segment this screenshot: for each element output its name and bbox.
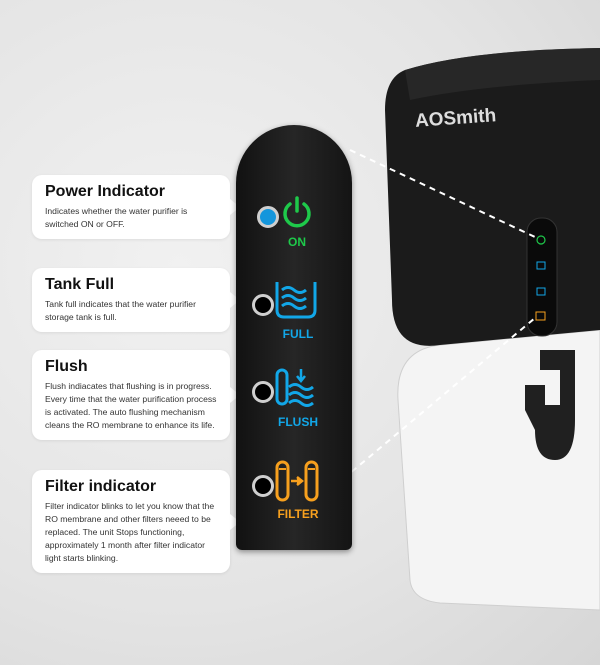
filter-icon [275, 460, 319, 502]
leader-line-panel [349, 149, 536, 238]
callout-filter: Filter indicator Filter indicator blinks… [32, 470, 240, 573]
full-label: FULL [282, 327, 314, 341]
tank-full-icon [275, 282, 317, 319]
flush-led [252, 381, 274, 403]
callout-text: Indicates whether the water purifier is … [45, 206, 188, 229]
callout-text: Filter indicator blinks to let you know … [45, 501, 215, 563]
callout-flush: Flush Flush indiacates that flushing is … [32, 350, 240, 440]
callout-title: Filter indicator [45, 478, 157, 495]
control-panel: ON FULL FLUSH FILTER [236, 125, 352, 550]
leader-line-filter [317, 317, 536, 501]
power-led [257, 206, 279, 228]
callout-text: Flush indiacates that flushing is in pro… [45, 381, 217, 430]
callout-tank-full: Tank Full Tank full indicates that the w… [32, 268, 240, 332]
tank-full-led [252, 294, 274, 316]
filter-led [252, 475, 274, 497]
flush-icon [275, 368, 314, 407]
filter-label: FILTER [277, 507, 319, 521]
callout-text: Tank full indicates that the water purif… [45, 299, 196, 322]
on-label: ON [288, 235, 306, 249]
power-icon [283, 196, 311, 228]
callout-title: Tank Full [45, 276, 115, 293]
callout-power: Power Indicator Indicates whether the wa… [32, 175, 240, 239]
flush-label: FLUSH [278, 415, 318, 429]
callout-title: Power Indicator [45, 183, 166, 200]
callout-title: Flush [45, 358, 88, 375]
